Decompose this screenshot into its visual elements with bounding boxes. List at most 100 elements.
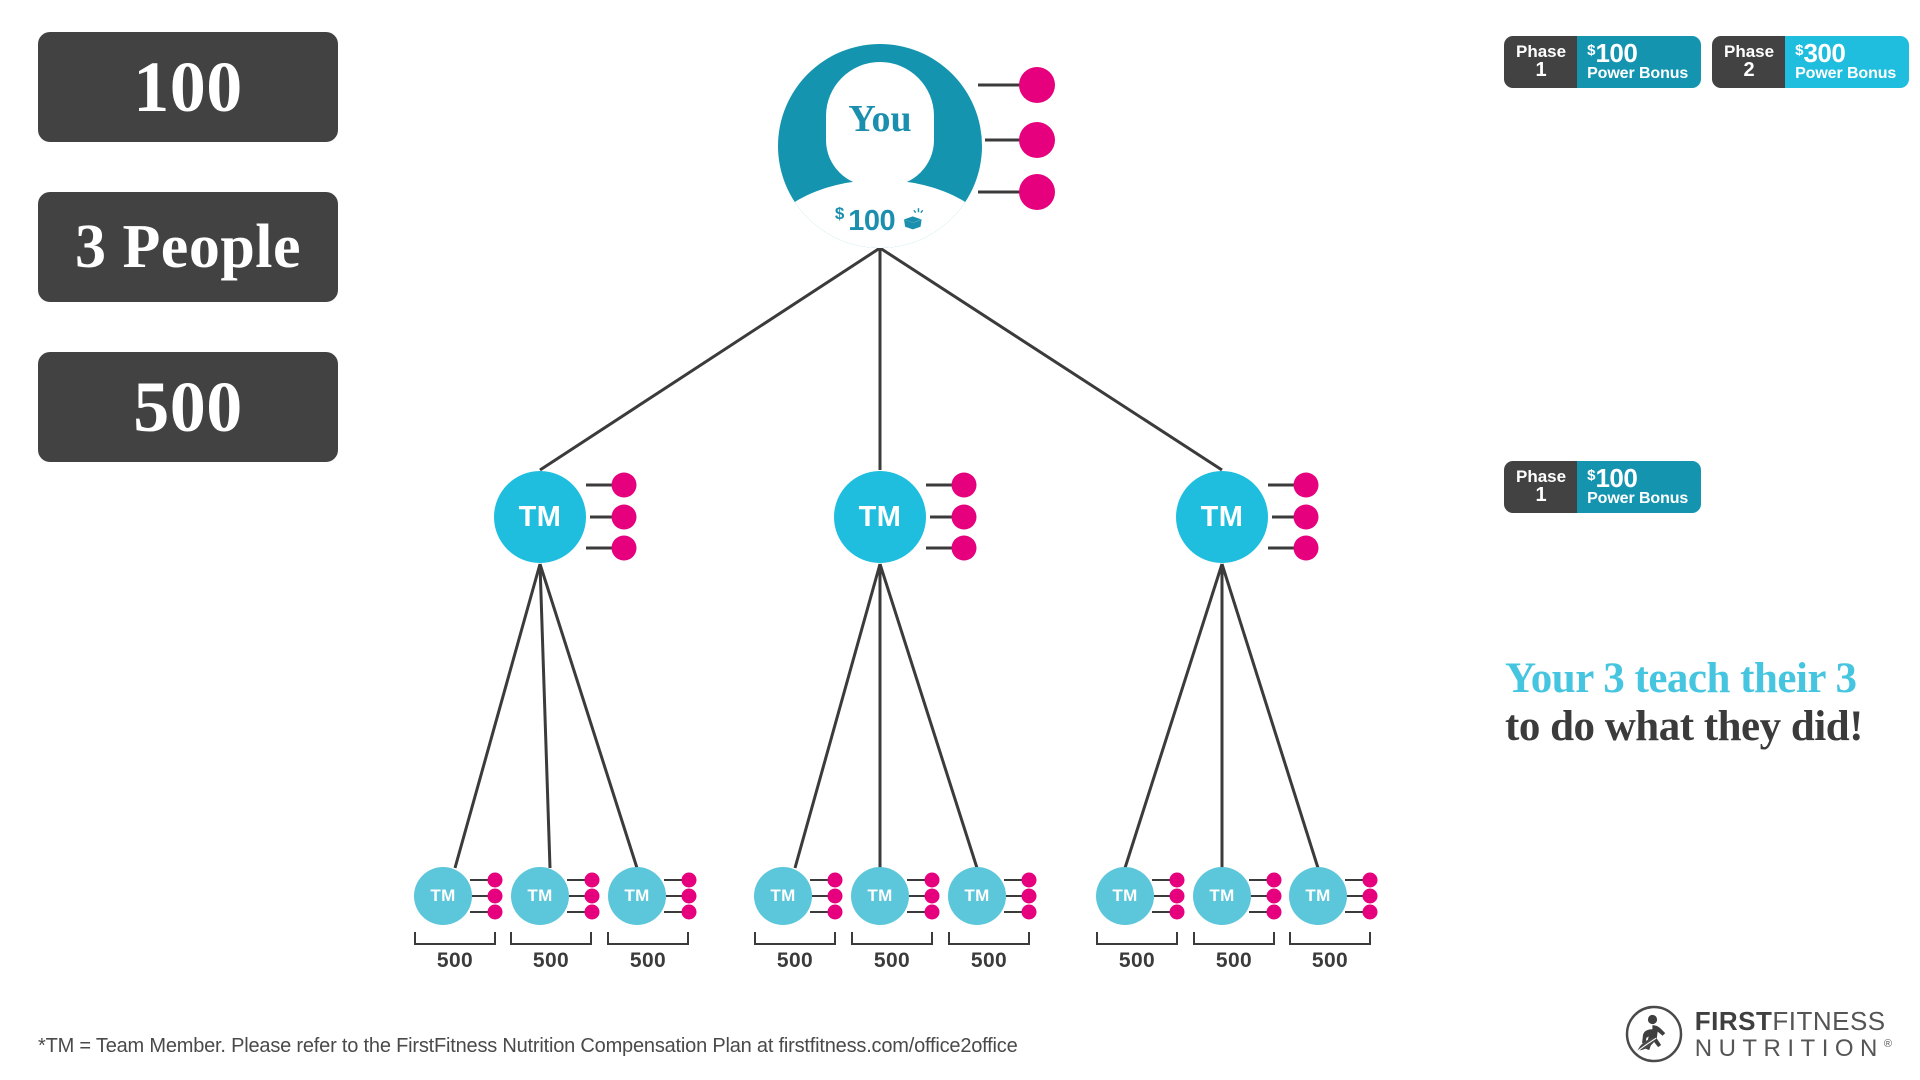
tm-circle: TM — [1176, 471, 1268, 563]
bracket-shape — [607, 932, 689, 945]
node-tm-level3[interactable]: TM — [1096, 867, 1154, 925]
leg-dot[interactable] — [487, 904, 503, 920]
you-avatar-circle — [778, 44, 982, 248]
leg-dot[interactable] — [1169, 888, 1185, 904]
leg-dot[interactable] — [924, 904, 940, 920]
headline: Your 3 teach their 3 to do what they did… — [1505, 655, 1905, 751]
leg-dot[interactable] — [584, 904, 600, 920]
tm-label: TM — [858, 500, 902, 533]
tm-circle: TM — [834, 471, 926, 563]
avatar-head-shape — [826, 62, 934, 186]
leg-dot[interactable] — [487, 888, 503, 904]
amount-value: 100 — [848, 205, 896, 237]
stat-pill-volume: 500 — [38, 352, 338, 462]
node-tm-level3[interactable]: TM — [754, 867, 812, 925]
tm-label: TM — [1305, 886, 1331, 905]
badge-phase-2-top[interactable]: Phase 2 $ 300 Power Bonus — [1712, 36, 1910, 88]
leg-dot[interactable] — [1362, 872, 1378, 888]
node-tm-level3[interactable]: TM — [511, 867, 569, 925]
badge-bonus-block: $ 100 Power Bonus — [1577, 36, 1702, 88]
bracket-shape — [1193, 932, 1275, 945]
badge-phase-1-mid[interactable]: Phase 1 $ 100 Power Bonus — [1504, 461, 1702, 513]
node-tm-level2[interactable]: TM — [834, 471, 926, 563]
badge-phase-block: Phase 2 — [1712, 36, 1786, 88]
leg-stub — [985, 138, 1028, 142]
node-tm-level3[interactable]: TM — [948, 867, 1006, 925]
badge-amount: $ 100 — [1587, 40, 1688, 66]
node-tm-level3[interactable]: TM — [1193, 867, 1251, 925]
leg-dot[interactable] — [611, 535, 637, 561]
badge-phase-1-top[interactable]: Phase 1 $ 100 Power Bonus — [1504, 36, 1702, 88]
leg-stub — [472, 895, 489, 897]
leg-stub — [567, 911, 586, 913]
bracket-shape — [754, 932, 836, 945]
leg-dot[interactable] — [1293, 472, 1319, 498]
node-tm-level2[interactable]: TM — [494, 471, 586, 563]
leg-stub — [1004, 911, 1023, 913]
bracket-shape — [1096, 932, 1178, 945]
leg-dot[interactable] — [1019, 122, 1055, 158]
leg-stub — [1154, 895, 1171, 897]
leg-dot[interactable] — [1021, 872, 1037, 888]
leg-stub — [810, 911, 829, 913]
leg-dot[interactable] — [827, 904, 843, 920]
leg-dot[interactable] — [951, 535, 977, 561]
leg-dot[interactable] — [1019, 67, 1055, 103]
registered-mark: ® — [1883, 1037, 1892, 1050]
leg-stub — [1347, 895, 1364, 897]
leg-dot[interactable] — [681, 872, 697, 888]
leg-dot[interactable] — [951, 504, 977, 530]
leg-dot[interactable] — [611, 504, 637, 530]
leg-stub — [569, 895, 586, 897]
node-tm-level3[interactable]: TM — [414, 867, 472, 925]
leg-dot[interactable] — [584, 872, 600, 888]
leg-dot[interactable] — [1169, 872, 1185, 888]
firstfitness-logo: FIRSTFITNESS NUTRITION® — [1625, 1005, 1892, 1063]
leg-dot[interactable] — [924, 888, 940, 904]
amount-value: 300 — [1803, 38, 1846, 68]
node-you-amount: $ 100 — [835, 205, 925, 237]
node-tm-level2[interactable]: TM — [1176, 471, 1268, 563]
tm-label: TM — [624, 886, 650, 905]
tm-label: TM — [770, 886, 796, 905]
firstfitness-logo-mark-icon — [1625, 1005, 1683, 1063]
leg-dot[interactable] — [681, 904, 697, 920]
tm-label: TM — [527, 886, 553, 905]
leg-dot[interactable] — [827, 888, 843, 904]
leg-dot[interactable] — [1266, 888, 1282, 904]
leg-dot[interactable] — [584, 888, 600, 904]
node-tm-level3[interactable]: TM — [851, 867, 909, 925]
node-you[interactable]: You $ 100 — [778, 44, 982, 248]
node-tm-level3[interactable]: TM — [1289, 867, 1347, 925]
leg-dot[interactable] — [611, 472, 637, 498]
leg-dot[interactable] — [487, 872, 503, 888]
bracket-shape — [948, 932, 1030, 945]
leg-dot[interactable] — [1266, 904, 1282, 920]
leg-stub — [1004, 879, 1023, 881]
leg-dot[interactable] — [1266, 872, 1282, 888]
leg-dot[interactable] — [1362, 888, 1378, 904]
leg-dot[interactable] — [924, 872, 940, 888]
node-tm-level3[interactable]: TM — [608, 867, 666, 925]
stat-pill-value: 100 — [133, 47, 243, 127]
leg-dot[interactable] — [951, 472, 977, 498]
leg-stub — [586, 483, 616, 487]
leg-dot[interactable] — [1019, 174, 1055, 210]
firstfitness-logo-wordmark: FIRSTFITNESS NUTRITION® — [1695, 1008, 1892, 1061]
badge-bonus-label: Power Bonus — [1795, 64, 1897, 82]
leg-dot[interactable] — [1021, 888, 1037, 904]
leg-dot[interactable] — [827, 872, 843, 888]
volume-bracket: 500 — [1289, 932, 1371, 973]
leg-dot[interactable] — [1293, 504, 1319, 530]
bracket-value: 500 — [629, 949, 667, 972]
leg-dot[interactable] — [681, 888, 697, 904]
leg-dot[interactable] — [1169, 904, 1185, 920]
leg-dot[interactable] — [1293, 535, 1319, 561]
leg-dot[interactable] — [1021, 904, 1037, 920]
logo-first: FIRST — [1694, 1005, 1773, 1036]
leg-dot[interactable] — [1362, 904, 1378, 920]
bracket-value: 500 — [1215, 949, 1253, 972]
leg-stub — [1251, 895, 1268, 897]
tm-label: TM — [430, 886, 456, 905]
